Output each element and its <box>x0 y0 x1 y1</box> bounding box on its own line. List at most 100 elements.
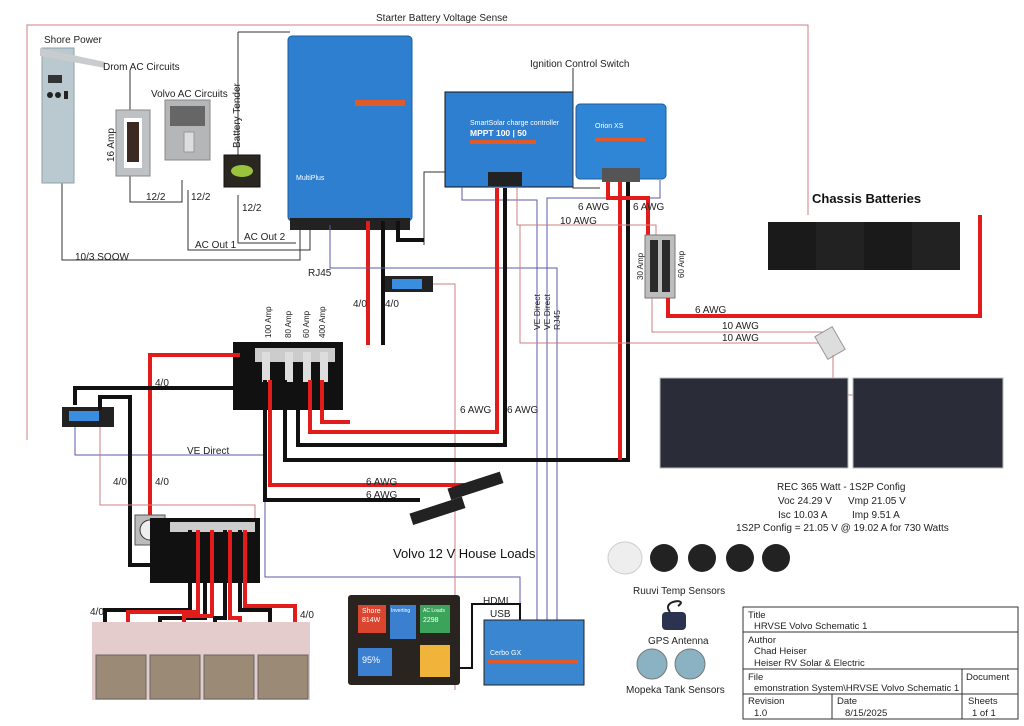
label-6awg-d: 6 AWG <box>366 490 398 501</box>
ve-direct-mppt <box>461 187 538 620</box>
label-shore-power: Shore Power <box>44 35 102 46</box>
label-ve-direct-b: VE Direct <box>532 293 542 330</box>
house-battery-bank <box>92 622 310 700</box>
main-negative <box>73 386 240 405</box>
label-12-2-b: 12/2 <box>191 192 211 203</box>
battery-monitor <box>385 276 433 292</box>
label-soow: 10/3 SOOW <box>75 252 129 263</box>
orion-pos-in <box>606 182 650 240</box>
label-6awg-c: 6 AWG <box>366 477 398 488</box>
tb-date: 8/15/2025 <box>845 708 887 719</box>
solar-wire-2 <box>519 225 830 344</box>
drom-fuse-box <box>115 109 151 177</box>
main-positive <box>148 353 240 520</box>
label-10awg-b: 10 AWG <box>722 321 759 332</box>
gx-inverting: Inverting <box>391 608 410 614</box>
tb-revision: 1.0 <box>754 708 767 719</box>
label-4-0-f: 4/0 <box>90 607 104 618</box>
label-4-0-c: 4/0 <box>155 378 169 389</box>
spec-summary: 1S2P Config = 21.05 V @ 19.02 A for 730 … <box>736 523 949 534</box>
solar-wire-1 <box>651 298 830 333</box>
orion-negative <box>283 182 630 462</box>
label-battery-tender: Battery Tender <box>232 82 243 148</box>
ve-direct-shunt <box>74 425 521 620</box>
label-ruuvi: Ruuvi Temp Sensors <box>633 586 725 597</box>
main-fuse-busbar <box>233 342 343 410</box>
mppt-positive <box>308 188 499 434</box>
label-volvo-ac: Volvo AC Circuits <box>151 89 228 100</box>
shore-power-pedestal <box>40 47 105 184</box>
tb-title: HRVSE Volvo Schematic 1 <box>754 621 867 632</box>
shunt-sense <box>99 427 256 520</box>
solar-fuse-holder <box>644 234 676 299</box>
tb-author-label: Author <box>748 635 776 646</box>
gx-acloads-label: AC Loads <box>423 608 445 614</box>
house-positive <box>268 380 465 487</box>
multiplus-label: MultiPlus <box>296 175 325 182</box>
spec-voc: Voc 24.29 V <box>778 496 832 507</box>
mppt-label: MPPT 100 | 50 <box>470 128 527 138</box>
label-ignition: Ignition Control Switch <box>530 59 630 70</box>
ac-out1-wire <box>187 190 311 251</box>
label-4-0-e: 4/0 <box>155 477 169 488</box>
label-ve-direct-c: VE Direct <box>542 293 552 330</box>
fuse400-out <box>320 380 350 424</box>
tb-document-label: Document <box>966 672 1010 683</box>
tb-author1: Chad Heiser <box>754 646 807 657</box>
gx-soc: 95% <box>362 655 380 665</box>
tb-date-label: Date <box>837 696 857 707</box>
house-busbars <box>409 471 504 526</box>
label-ve-direct-a: VE Direct <box>187 446 229 457</box>
tb-sheets: 1 of 1 <box>972 708 996 719</box>
orion-label: Orion XS <box>595 123 624 130</box>
chassis-battery-bank <box>768 222 960 270</box>
label-fuse-80: 80 Amp <box>284 310 293 338</box>
house-negative <box>263 380 420 502</box>
gx-acloads-value: 2298 <box>423 617 439 624</box>
tender-wire <box>237 32 296 244</box>
volvo-ac-panel <box>164 99 211 161</box>
mppt-negative <box>296 188 507 447</box>
label-hdmi: HDMI <box>483 596 509 607</box>
mopeka-sensors <box>636 648 706 680</box>
title-block: Title HRVSE Volvo Schematic 1 Author Cha… <box>742 606 1019 720</box>
label-starter-sense: Starter Battery Voltage Sense <box>376 13 508 24</box>
tb-title-label: Title <box>748 610 766 621</box>
label-rj45-b: RJ45 <box>552 310 562 330</box>
spec-isc: Isc 10.03 A <box>778 510 828 521</box>
cerbo-gx: Cerbo GX <box>483 619 585 686</box>
solar-spec: REC 365 Watt - 1S2P Config Voc 24.29 V V… <box>736 482 949 534</box>
battery-tender <box>223 154 261 188</box>
hdmi-cable <box>460 603 521 669</box>
label-4-0-a: 4/0 <box>353 299 367 310</box>
label-4-0-d: 4/0 <box>113 477 127 488</box>
ve-direct-orion <box>546 180 661 620</box>
label-fuse-400: 400 Amp <box>318 306 327 338</box>
label-4-0-b: 4/0 <box>385 299 399 310</box>
chassis-positive <box>666 215 982 318</box>
mppt-ground <box>423 171 445 245</box>
label-12-2-a: 12/2 <box>146 192 166 203</box>
ground-wire <box>396 221 424 242</box>
solar-panels <box>659 377 1004 469</box>
gx-shore-label: Shore <box>362 608 381 615</box>
starter-sense-wire <box>26 24 809 440</box>
tb-sheets-label: Sheets <box>968 696 998 707</box>
label-10awg-c: 10 AWG <box>722 333 759 344</box>
label-chassis-batteries: Chassis Batteries <box>812 191 921 206</box>
label-10awg-a: 10 AWG <box>560 216 597 227</box>
spec-imp: Imp 9.51 A <box>852 510 900 521</box>
ignition-wire <box>572 68 600 189</box>
label-fuse-100: 100 Amp <box>264 306 273 338</box>
label-ac-out2: AC Out 2 <box>244 232 286 243</box>
label-12-2-c: 12/2 <box>242 203 262 214</box>
label-ac-out1: AC Out 1 <box>195 240 237 251</box>
rj45-wire <box>329 225 558 620</box>
label-6awg-e: 6 AWG <box>578 202 610 213</box>
label-gps: GPS Antenna <box>648 636 709 647</box>
label-fuse-60: 60 Amp <box>302 310 311 338</box>
gps-antenna <box>662 600 686 630</box>
mppt-sub-label: SmartSolar charge controller <box>470 120 560 127</box>
label-16-amp: 16 Amp <box>106 128 117 162</box>
tb-file-label: File <box>748 672 763 683</box>
